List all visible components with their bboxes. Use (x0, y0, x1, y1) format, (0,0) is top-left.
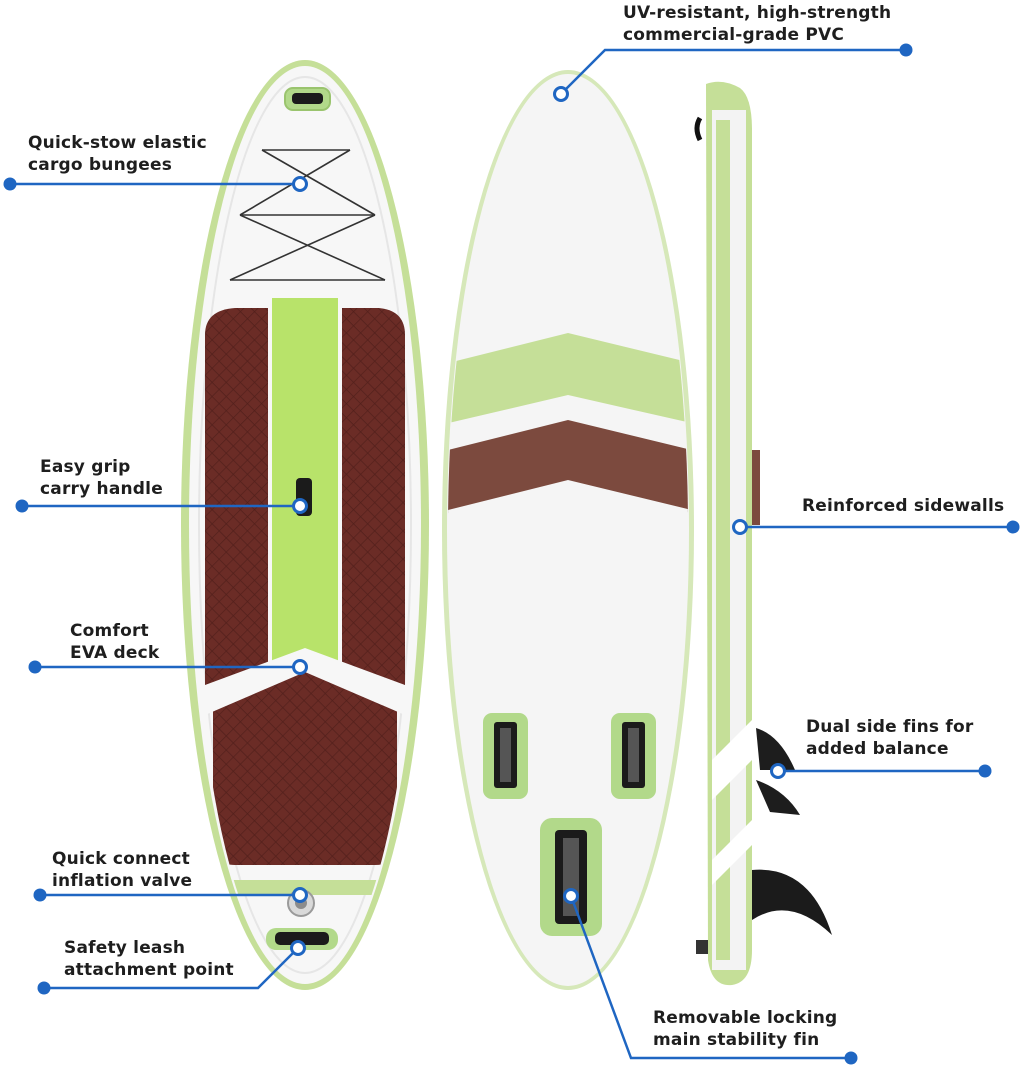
callout-lines (10, 48, 1013, 1060)
callout-dot-icon (15, 499, 29, 513)
callout-main-fin: Removable locking main stability fin (653, 1007, 837, 1051)
callout-line: UV-resistant, high-strength (623, 3, 892, 23)
callout-anchor-icon (292, 176, 308, 192)
callout-dot-icon (1006, 520, 1020, 534)
callout-uv-resistant-pvc: UV-resistant, high-strength commercial-g… (623, 2, 891, 46)
callout-anchor-icon (553, 86, 569, 102)
callout-line: EVA deck (70, 643, 160, 663)
callout-anchor-icon (732, 519, 748, 535)
callout-eva-deck: Comfort EVA deck (70, 620, 159, 664)
callout-dots (3, 43, 1020, 1065)
callout-anchor-icon (770, 763, 786, 779)
callout-line: carry handle (40, 479, 163, 499)
board-top-view (181, 60, 429, 990)
board-bottom-view (442, 70, 694, 990)
callout-line: commercial-grade PVC (623, 25, 845, 45)
callout-dot-icon (899, 43, 913, 57)
callout-leash-point: Safety leash attachment point (64, 937, 234, 981)
callout-dot-icon (844, 1051, 858, 1065)
callout-dot-icon (3, 177, 17, 191)
callout-carry-handle: Easy grip carry handle (40, 456, 163, 500)
callout-anchor-icon (292, 498, 308, 514)
callout-line: Dual side fins for (806, 717, 974, 737)
callout-line: attachment point (64, 960, 234, 980)
callout-line: Quick-stow elastic (28, 133, 207, 153)
callout-line: Easy grip (40, 457, 131, 477)
callout-line: added balance (806, 739, 949, 759)
callout-side-fins: Dual side fins for added balance (806, 716, 973, 760)
callout-inflation-valve: Quick connect inflation valve (52, 848, 192, 892)
callout-anchor-icon (290, 940, 306, 956)
callout-anchor-icon (292, 659, 308, 675)
callout-line: Comfort (70, 621, 149, 641)
callout-reinforced-sidewalls: Reinforced sidewalls (802, 495, 1004, 517)
callout-dot-icon (33, 888, 47, 902)
callout-cargo-bungees: Quick-stow elastic cargo bungees (28, 132, 207, 176)
callout-dot-icon (28, 660, 42, 674)
callout-line: Quick connect (52, 849, 190, 869)
callout-dot-icon (37, 981, 51, 995)
callout-line: Reinforced sidewalls (802, 496, 1005, 516)
callout-line: inflation valve (52, 871, 193, 891)
callout-dot-icon (978, 764, 992, 778)
callout-line: Safety leash (64, 938, 186, 958)
callout-anchor-icon (292, 887, 308, 903)
callout-line: main stability fin (653, 1030, 820, 1050)
callout-line: Removable locking (653, 1008, 838, 1028)
callout-anchor-icon (563, 888, 579, 904)
callout-anchors (290, 86, 786, 956)
callout-line: cargo bungees (28, 155, 173, 175)
board-side-view (694, 81, 832, 986)
